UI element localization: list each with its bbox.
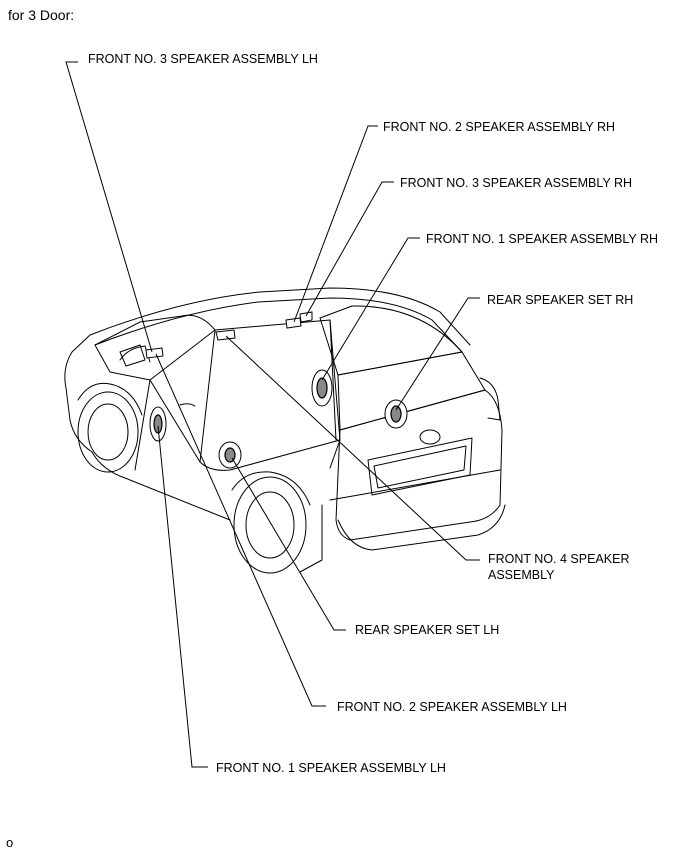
leader-front-no3-rh: [305, 181, 394, 317]
leader-rear-set-rh: [395, 297, 480, 411]
leader-lines: [65, 61, 480, 768]
label-rear-speaker-set-lh: REAR SPEAKER SET LH: [355, 623, 500, 637]
speaker-rear-set-lh: [218, 441, 242, 469]
speaker-front-no3-rh: [299, 311, 313, 323]
speaker-front-no1-rh: [311, 369, 333, 407]
vehicle-outline: [64, 287, 506, 574]
page-header: for 3 Door:: [8, 7, 75, 23]
leader-front-no2-lh: [155, 353, 326, 707]
leader-front-no2-rh: [293, 125, 378, 323]
label-front-no4-speaker: FRONT NO. 4 SPEAKER ASSEMBLY: [488, 552, 630, 582]
leader-front-no1-rh: [321, 237, 420, 381]
speaker-front-no1-lh: [149, 406, 167, 442]
label-rear-speaker-set-rh: REAR SPEAKER SET RH: [487, 293, 634, 307]
label-front-no1-speaker-lh: FRONT NO. 1 SPEAKER ASSEMBLY LH: [216, 761, 446, 775]
label-front-no3-speaker-rh: FRONT NO. 3 SPEAKER ASSEMBLY RH: [400, 176, 633, 190]
speaker-front-no2-rh: [285, 317, 302, 329]
page-footer-mark: o: [6, 835, 14, 850]
label-front-no3-speaker-lh: FRONT NO. 3 SPEAKER ASSEMBLY LH: [88, 52, 318, 66]
speaker-front-no4: [215, 329, 236, 341]
label-front-no1-speaker-rh: FRONT NO. 1 SPEAKER ASSEMBLY RH: [426, 232, 659, 246]
leader-front-no4: [225, 335, 480, 561]
label-front-no2-speaker-lh: FRONT NO. 2 SPEAKER ASSEMBLY LH: [337, 700, 567, 714]
leader-rear-set-lh: [231, 457, 346, 631]
label-front-no2-speaker-rh: FRONT NO. 2 SPEAKER ASSEMBLY RH: [383, 120, 616, 134]
leader-front-no1-lh: [157, 425, 208, 768]
leader-front-no3-lh: [65, 61, 153, 353]
speaker-rear-set-rh: [384, 399, 408, 429]
speaker-front-no3-lh: [145, 347, 164, 359]
